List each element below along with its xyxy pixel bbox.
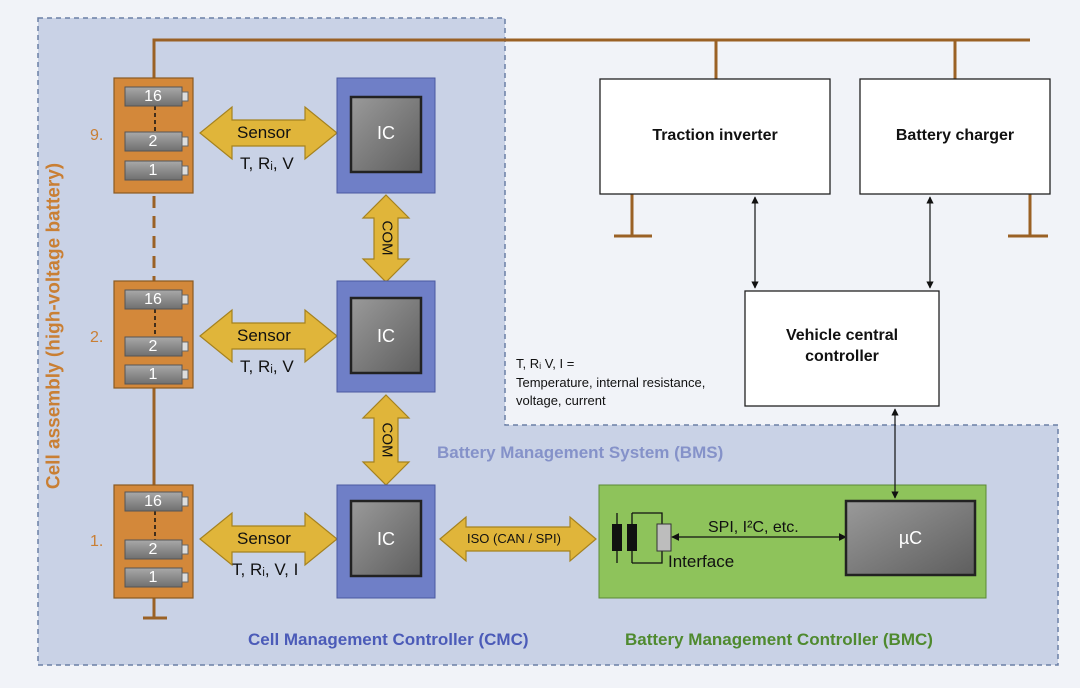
cell-module-9 — [113, 77, 194, 194]
cell-label: 16 — [144, 88, 162, 105]
ic-label: IC — [377, 529, 395, 549]
module-index-1: 1. — [90, 533, 104, 550]
cell-label: 2 — [148, 338, 158, 355]
uc-label: µC — [898, 528, 923, 548]
vehicle-controller-label-line1: Vehicle central — [785, 327, 899, 344]
com-label: COM — [378, 422, 396, 458]
cell-label: 1 — [148, 162, 158, 179]
cell-label: 2 — [148, 133, 158, 150]
sensor-label: Sensor — [237, 326, 291, 345]
vehicle-controller-box — [744, 290, 940, 407]
cell-module-1 — [113, 484, 194, 599]
sensor-label: Sensor — [237, 123, 291, 142]
legend-line: voltage, current — [516, 393, 606, 408]
cell-label: 2 — [148, 541, 158, 558]
ic-box-2 — [336, 280, 436, 393]
spi-label: SPI, I²C, etc. — [708, 519, 799, 536]
module-index-9: 9. — [90, 127, 104, 144]
iso-arrow — [439, 515, 597, 563]
bms-title: Battery Management System (BMS) — [437, 443, 724, 462]
interface-label: Interface — [668, 552, 735, 571]
com-label: COM — [378, 220, 396, 256]
power-bus — [143, 38, 1048, 620]
ic-box-1 — [336, 484, 436, 599]
sensor-vars: T, Rᵢ, V — [240, 154, 294, 173]
cmc-title: Cell Management Controller (CMC) — [248, 630, 529, 649]
cell-label: 1 — [148, 569, 158, 586]
cell-module-2 — [113, 280, 194, 389]
ic-label: IC — [377, 326, 395, 346]
legend-line: Temperature, internal resistance, — [516, 375, 706, 390]
cell-label: 16 — [144, 493, 162, 510]
sensor-vars: T, Rᵢ, V — [240, 357, 294, 376]
sensor-arrows — [199, 105, 597, 567]
signal-lines — [751, 196, 934, 499]
legend-line: T, Rᵢ V, I = — [516, 356, 575, 371]
cell-label: 1 — [148, 366, 158, 383]
assembly-label: Cell assembly (high-voltage battery) — [43, 162, 65, 490]
sensor-vars: T, Rᵢ, V, I — [232, 560, 299, 579]
battery-charger-label: Battery charger — [895, 127, 1015, 144]
traction-inverter-label: Traction inverter — [652, 127, 778, 144]
bmc-box — [598, 484, 987, 599]
ic-label: IC — [377, 123, 395, 143]
cell-label: 16 — [144, 291, 162, 308]
module-index-2: 2. — [90, 329, 104, 346]
vehicle-controller-label-line2: controller — [805, 348, 879, 365]
bmc-title: Battery Management Controller (BMC) — [625, 630, 933, 649]
ic-box-9 — [336, 77, 436, 194]
sensor-label: Sensor — [237, 529, 291, 548]
traction-inverter-box — [599, 78, 831, 195]
battery-charger-box — [859, 78, 1051, 195]
iso-label: ISO (CAN / SPI) — [467, 531, 561, 546]
